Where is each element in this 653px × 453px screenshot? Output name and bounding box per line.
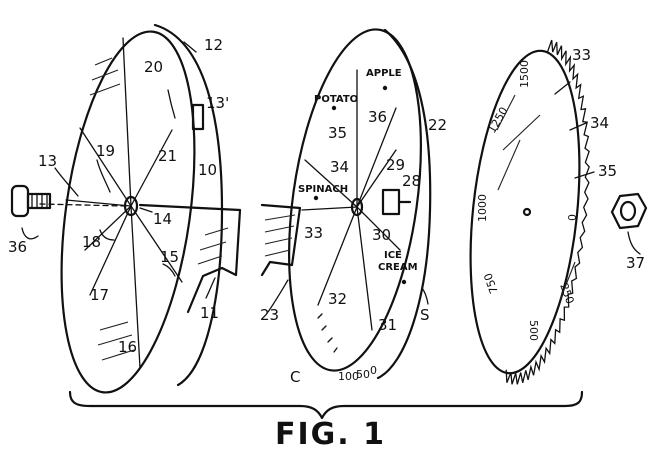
middle-disc: [260, 28, 432, 380]
ref-35: 35: [598, 162, 617, 180]
leader-37: [627, 231, 641, 255]
ref-15: 15: [160, 248, 179, 266]
label-potato: POTATO: [314, 94, 358, 105]
spinach-dot: [313, 195, 319, 201]
ref-24: 28: [402, 172, 421, 190]
ref-29: 33: [304, 224, 323, 242]
ref-30: 34: [330, 158, 349, 176]
left-disc-rim-edge: [153, 23, 224, 387]
dial-500: 500: [527, 320, 540, 341]
spoke-16: [130, 205, 141, 369]
ref-17: 17: [90, 286, 109, 304]
middle-disc-face: [288, 28, 422, 372]
ref-25: 29: [386, 156, 405, 174]
arm-28: [317, 206, 358, 306]
leader-36: [21, 227, 39, 240]
dial-1000: 1000: [476, 194, 489, 222]
right-dial-face: [469, 49, 581, 375]
ref-14: 14: [153, 210, 172, 228]
ref-23: 23: [260, 306, 279, 324]
spoke-15: [130, 205, 183, 283]
dial-1250: 1250: [485, 105, 510, 136]
bolt-shank: [26, 192, 52, 210]
ref-20: 20: [144, 58, 163, 76]
ice-cream-dot: [401, 279, 407, 285]
arm-27: [356, 206, 373, 331]
left-disc-shading: [89, 57, 229, 361]
segment-shading: [264, 214, 296, 257]
arm-26: [356, 206, 401, 251]
spoke-17: [89, 205, 132, 296]
ref-31: 35: [328, 124, 347, 142]
label-spinach: SPINACH: [298, 184, 348, 195]
spoke-19: [79, 127, 132, 207]
window-slot: [191, 103, 205, 131]
bolt-head: [10, 184, 30, 218]
ref-11: 11: [200, 304, 219, 322]
spoke-21: [130, 129, 173, 207]
right-dial-serrated-edge: [505, 39, 590, 385]
mid-scale-0: 0: [370, 364, 377, 377]
spoke-13: [65, 199, 132, 207]
figure-caption: FIG. 1: [275, 417, 386, 452]
ref-26: 30: [372, 226, 391, 244]
nut: [610, 192, 648, 255]
spoke-20: [122, 37, 132, 207]
arm-25: [356, 149, 397, 208]
label-cream: CREAM: [378, 262, 418, 273]
right-dial: [469, 39, 590, 385]
axle-line: [39, 203, 127, 207]
knob-24: [381, 188, 401, 216]
ref-22: 22: [428, 116, 447, 134]
dial-750: 750: [481, 271, 500, 295]
left-disc-cutout-lower: [186, 266, 224, 314]
left-disc: [39, 23, 242, 394]
ref-21: 21: [158, 147, 177, 165]
arm-32: [356, 107, 397, 208]
ref-33: 33: [572, 46, 591, 64]
ref-32: 36: [368, 108, 387, 126]
label-ice: ICE: [384, 250, 402, 261]
arm-29: [301, 206, 358, 211]
label-apple: APPLE: [366, 68, 402, 79]
middle-disc-ticks: [317, 313, 338, 353]
ref-S: S: [420, 306, 430, 324]
bolt: [10, 184, 52, 240]
ref-16: 16: [118, 338, 137, 356]
ref-13p: 13': [206, 94, 229, 112]
arm-30: [304, 159, 358, 208]
dial-1500: 1500: [518, 60, 531, 88]
mid-scale-50: 50: [356, 368, 370, 381]
segment-cutout: [260, 203, 302, 277]
ref-28: 32: [328, 290, 347, 308]
middle-disc-rim: [376, 28, 432, 380]
ref-12: 12: [204, 36, 223, 54]
right-dial-hub: [522, 207, 532, 217]
ref-36: 36: [8, 238, 27, 256]
ref-34: 34: [590, 114, 609, 132]
ref-10: 10: [198, 161, 217, 179]
leader-lines: [54, 41, 595, 313]
grouping-brace: [68, 390, 584, 420]
ref-13: 13: [38, 152, 57, 170]
apple-dot: [382, 85, 388, 91]
left-disc-cutout: [138, 203, 242, 277]
ref-C: C: [290, 368, 300, 386]
nut-hex: [610, 192, 648, 230]
left-disc-front-face: [60, 30, 196, 394]
ref-37: 37: [626, 254, 645, 272]
potato-dot: [331, 105, 337, 111]
dial-0: 0: [565, 214, 578, 221]
mid-scale-100: 100: [338, 370, 359, 383]
ref-18: 18: [82, 233, 101, 251]
ref-19: 19: [96, 142, 115, 160]
spoke-18: [84, 205, 132, 251]
ref-27: 31: [378, 316, 397, 334]
